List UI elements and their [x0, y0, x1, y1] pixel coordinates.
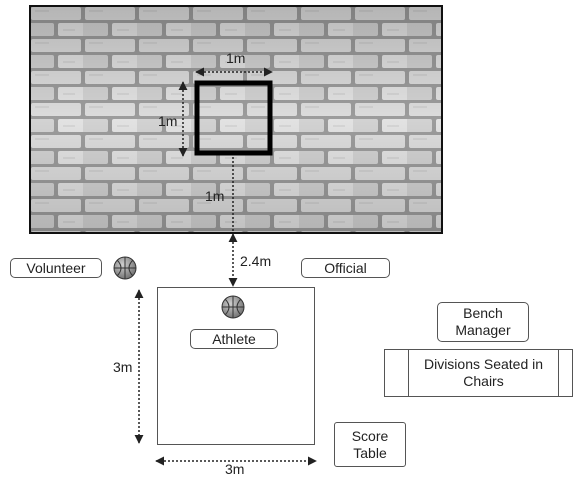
target-floor-label: 1m [205, 188, 224, 204]
divisions-label: Divisions Seated in Chairs [409, 350, 558, 396]
court-side-label: 3m [113, 359, 132, 375]
target-width-label: 1m [226, 50, 245, 66]
target-height-label: 1m [158, 113, 177, 129]
distance-label: 2.4m [240, 253, 271, 269]
athlete-label: Athlete [190, 329, 278, 349]
seating-right-cell [558, 350, 572, 396]
target-square [197, 83, 270, 153]
seating-left-cell [385, 350, 409, 396]
court-area [157, 287, 315, 445]
score-table-label: Score Table [334, 422, 406, 467]
court-bottom-label: 3m [225, 461, 244, 477]
divisions-seating: Divisions Seated in Chairs [384, 349, 573, 397]
volunteer-label: Volunteer [10, 258, 102, 278]
bench-manager-label: Bench Manager [437, 302, 529, 342]
volunteer-ball-icon [114, 257, 136, 279]
official-label: Official [301, 258, 390, 278]
